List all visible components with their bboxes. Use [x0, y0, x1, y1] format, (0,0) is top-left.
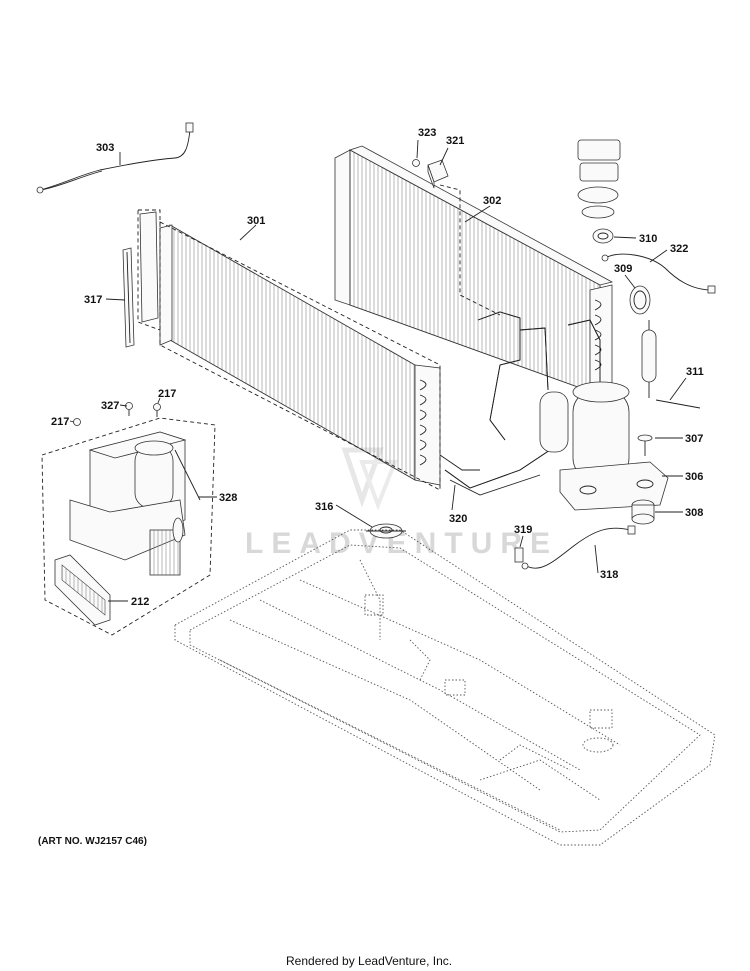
leader-lines	[69, 139, 687, 602]
callout-308: 308	[685, 507, 703, 519]
part-327-screw[interactable]	[125, 402, 133, 417]
callout-317: 317	[84, 294, 102, 306]
part-308-grommet[interactable]	[631, 499, 655, 525]
part-319-clip[interactable]	[514, 547, 524, 563]
part-212-grille[interactable]	[54, 554, 111, 626]
callout-307: 307	[685, 433, 703, 445]
part-309-loop[interactable]	[629, 285, 651, 315]
callout-319: 319	[514, 524, 532, 536]
base-pan	[174, 529, 716, 846]
callout-217-top: 217	[158, 388, 176, 400]
callout-322: 322	[670, 243, 688, 255]
part-317-bracket[interactable]	[122, 247, 135, 348]
footer-credit: Rendered by LeadVenture, Inc.	[286, 954, 452, 968]
callout-316: 316	[315, 501, 333, 513]
tubing	[444, 311, 601, 496]
callout-321: 321	[446, 135, 464, 147]
callout-327: 327	[101, 400, 119, 412]
callout-318: 318	[600, 569, 618, 581]
callout-217-left: 217	[51, 416, 69, 428]
callout-labels: 303 323 321 301 302 310 322 309 317 311 …	[51, 127, 704, 608]
callout-302: 302	[483, 195, 501, 207]
art-number: (ART NO. WJ2157 C46)	[38, 836, 147, 847]
part-316-thermostat[interactable]	[366, 523, 406, 539]
part-318-wire[interactable]	[521, 525, 636, 570]
part-303-wire[interactable]	[36, 122, 194, 194]
part-323-screw[interactable]	[412, 159, 420, 167]
part-310-grommet[interactable]	[592, 228, 614, 244]
part-302-coil[interactable]	[334, 145, 614, 401]
callout-306: 306	[685, 471, 703, 483]
coil-301-tube-bends	[419, 379, 427, 466]
part-307-bolt[interactable]	[637, 434, 653, 456]
callout-212: 212	[131, 596, 149, 608]
part-301-coil[interactable]	[137, 209, 441, 491]
coil-302-tube-bends	[594, 299, 602, 371]
valve-stack	[577, 139, 621, 219]
part-217-screw-left[interactable]	[73, 418, 81, 426]
part-320-tube[interactable]	[439, 454, 480, 471]
callout-309: 309	[614, 263, 632, 275]
callout-320: 320	[449, 513, 467, 525]
part-306-compressor[interactable]	[539, 381, 669, 511]
callout-311: 311	[686, 366, 704, 378]
part-322-sensor-wire[interactable]	[601, 253, 716, 294]
part-321-capacitor[interactable]	[427, 159, 449, 189]
part-328-assembly[interactable]	[41, 417, 216, 636]
callout-328: 328	[219, 492, 237, 504]
callout-301: 301	[247, 215, 265, 227]
callout-323: 323	[418, 127, 436, 139]
callout-310: 310	[639, 233, 657, 245]
part-311-accumulator[interactable]	[641, 320, 701, 409]
callout-303: 303	[96, 142, 114, 154]
part-217-screw-top[interactable]	[153, 403, 161, 418]
